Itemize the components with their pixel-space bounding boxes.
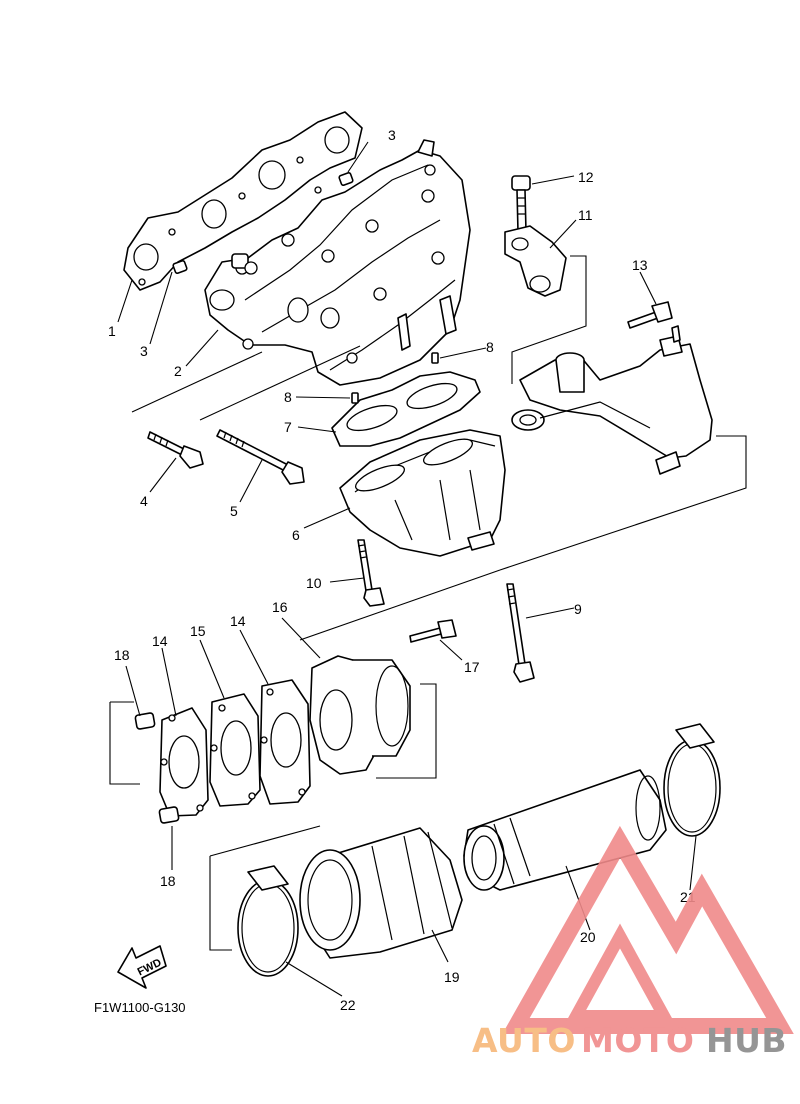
part-14-gasket-rear bbox=[259, 679, 311, 805]
callout-18-upper: 18 bbox=[114, 647, 130, 663]
part-7-manifold-gasket bbox=[331, 371, 481, 447]
callout-leaders bbox=[117, 141, 697, 997]
callout-7: 7 bbox=[284, 419, 292, 435]
part-12-bolt bbox=[511, 175, 531, 233]
water-pipe-assembly bbox=[511, 325, 713, 475]
callout-14-left: 14 bbox=[152, 633, 168, 649]
callout-11: 11 bbox=[578, 207, 593, 223]
callout-17: 17 bbox=[464, 659, 480, 675]
part-15-plate bbox=[209, 693, 261, 807]
watermark-auto: AUTO bbox=[472, 1021, 576, 1060]
part-20-pipe bbox=[463, 769, 667, 891]
callout-8-right: 8 bbox=[486, 339, 494, 355]
callout-15: 15 bbox=[190, 623, 206, 639]
part-2-exhaust-manifold bbox=[204, 139, 471, 386]
callout-12: 12 bbox=[578, 169, 594, 185]
callout-10: 10 bbox=[306, 575, 322, 591]
callout-22: 22 bbox=[340, 997, 356, 1013]
part-17-bolt bbox=[409, 619, 457, 643]
callout-3-lower: 3 bbox=[140, 343, 148, 359]
part-5-bolt bbox=[216, 429, 305, 485]
part-18-collar-lower bbox=[158, 806, 180, 824]
callout-5: 5 bbox=[230, 503, 238, 519]
callout-3-upper: 3 bbox=[388, 127, 396, 143]
callout-1: 1 bbox=[108, 323, 116, 339]
part-9-bolt bbox=[506, 583, 535, 683]
part-18-collar-upper bbox=[134, 712, 156, 730]
part-21-hose-clamp bbox=[663, 723, 721, 837]
part-1-exhaust-gasket bbox=[123, 111, 363, 291]
assembly-outline-lines bbox=[109, 255, 747, 951]
callout-16: 16 bbox=[272, 599, 288, 615]
diagram-code: F1W1100-G130 bbox=[94, 1000, 186, 1015]
part-6-exhaust-chamber bbox=[339, 429, 506, 557]
watermark-moto: MOTO bbox=[581, 1021, 694, 1060]
callout-6: 6 bbox=[292, 527, 300, 543]
callout-8-left: 8 bbox=[284, 389, 292, 405]
callout-labels: 1 3 2 3 4 5 6 7 8 8 9 10 11 12 13 14 15 … bbox=[108, 127, 696, 1013]
part-13-bolt bbox=[627, 301, 673, 329]
callout-13: 13 bbox=[632, 257, 648, 273]
part-8-pin-left bbox=[351, 392, 359, 404]
callout-18-lower: 18 bbox=[160, 873, 176, 889]
part-19-rubber-hose bbox=[299, 827, 463, 959]
callout-9: 9 bbox=[574, 601, 582, 617]
part-3-dowel-pin-lower bbox=[172, 260, 188, 274]
part-3-dowel-pin-upper bbox=[338, 172, 354, 186]
part-22-hose-clamp bbox=[237, 865, 299, 977]
callout-20: 20 bbox=[580, 929, 596, 945]
part-11-bracket bbox=[504, 225, 567, 297]
callout-19: 19 bbox=[444, 969, 460, 985]
watermark-hub: HUB bbox=[706, 1021, 787, 1060]
part-16-exhaust-joint bbox=[309, 655, 411, 775]
automotohub-watermark-logo: AUTO MOTO HUB bbox=[472, 825, 794, 1060]
fwd-arrow-icon: FWD bbox=[117, 945, 167, 989]
callout-4: 4 bbox=[140, 493, 148, 509]
part-8-pin-right bbox=[431, 352, 439, 364]
callout-2: 2 bbox=[174, 363, 182, 379]
part-10-bolt bbox=[357, 539, 385, 607]
part-4-bolt bbox=[147, 431, 204, 469]
part-14-gasket-front bbox=[159, 707, 209, 817]
callout-14-right: 14 bbox=[230, 613, 246, 629]
